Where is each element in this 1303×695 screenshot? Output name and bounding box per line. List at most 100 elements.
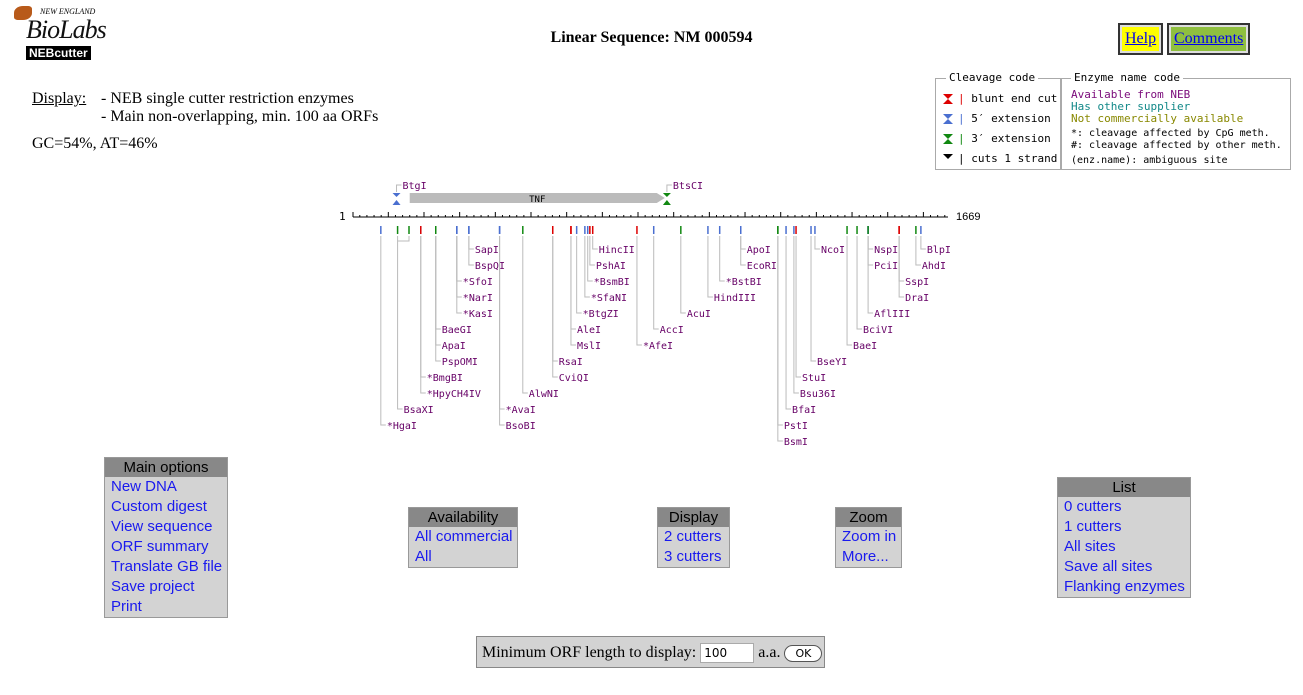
enzyme-label[interactable]: PspOMI: [442, 357, 478, 368]
cleavage-icon: [943, 114, 953, 124]
enzyme-label[interactable]: *BsmBI: [594, 277, 630, 288]
enzyme-label[interactable]: *NarI: [463, 293, 493, 304]
site-leader: [499, 236, 505, 410]
enzyme-label[interactable]: AccI: [660, 325, 684, 336]
enzyme-label[interactable]: BtsCI: [673, 181, 703, 192]
enzyme-label[interactable]: DraI: [905, 293, 929, 304]
enzyme-label[interactable]: CviQI: [559, 373, 589, 384]
menu-item-flanking-enzymes[interactable]: Flanking enzymes: [1064, 578, 1185, 595]
cleavage-icon: [943, 94, 953, 104]
enzyme-label[interactable]: StuI: [802, 373, 826, 384]
site-leader: [653, 236, 659, 330]
enzyme-label[interactable]: EcoRI: [747, 261, 777, 272]
enzyme-label[interactable]: PshAI: [596, 261, 626, 272]
enzyme-label[interactable]: AleI: [577, 325, 601, 336]
enzyme-label[interactable]: BsmI: [784, 437, 808, 448]
menu-item-translate-gb-file[interactable]: Translate GB file: [111, 558, 223, 575]
enzyme-label[interactable]: *HpyCH4IV: [427, 389, 481, 400]
menu-item-1-cutters[interactable]: 1 cutters: [1064, 518, 1122, 535]
enzyme-label[interactable]: *BmgBI: [427, 373, 463, 384]
enzyme-label[interactable]: AlwNI: [529, 389, 559, 400]
menu-item-2-cutters[interactable]: 2 cutters: [664, 528, 722, 545]
cut-triangle-icon: [662, 200, 671, 205]
menu-item-new-dna[interactable]: New DNA: [111, 478, 177, 495]
enzyme-label[interactable]: NspI: [874, 245, 898, 256]
menu-item-custom-digest[interactable]: Custom digest: [111, 498, 207, 515]
menu-item-all[interactable]: All: [415, 548, 432, 565]
comments-button[interactable]: Comments: [1167, 23, 1251, 55]
site-leader: [552, 236, 558, 378]
enzyme-label[interactable]: Bsu36I: [800, 389, 836, 400]
orf-length-input[interactable]: [700, 643, 755, 664]
enzyme-label[interactable]: AflIII: [874, 309, 910, 320]
menu-item-all-commercial[interactable]: All commercial: [415, 528, 513, 545]
enzyme-label[interactable]: *HgaI: [387, 421, 417, 432]
enzyme-label[interactable]: BspQI: [475, 261, 505, 272]
enzyme-label[interactable]: BsaXI: [404, 405, 434, 416]
enzyme-label[interactable]: SspI: [905, 277, 929, 288]
ruler-end: 1669: [956, 211, 980, 223]
enzyme-label[interactable]: *SfoI: [463, 277, 493, 288]
enzyme-label[interactable]: PstI: [784, 421, 808, 432]
legend-none: Not commercially available: [1071, 112, 1244, 125]
menu-item-orf-summary[interactable]: ORF summary: [111, 538, 209, 555]
enzyme-label[interactable]: BlpI: [927, 245, 951, 256]
enzyme-label[interactable]: BseYI: [817, 357, 847, 368]
enzyme-label[interactable]: BfaI: [792, 405, 816, 416]
enzyme-label[interactable]: HindIII: [714, 293, 756, 304]
enzyme-label[interactable]: AhdI: [922, 261, 946, 272]
neb-logo[interactable]: NEW ENGLAND BioLabs NEBcutter: [12, 6, 112, 64]
site-leader: [592, 236, 598, 250]
enzyme-label[interactable]: HincII: [599, 245, 635, 256]
menu-item-save-project[interactable]: Save project: [111, 578, 195, 595]
enzyme-label[interactable]: NcoI: [821, 245, 845, 256]
site-leader: [740, 236, 746, 266]
enzyme-label[interactable]: *SfaNI: [591, 293, 627, 304]
enzyme-label[interactable]: MslI: [577, 341, 601, 352]
enzyme-label[interactable]: SapI: [475, 245, 499, 256]
site-leader: [777, 236, 783, 426]
enzyme-label[interactable]: RsaI: [559, 357, 583, 368]
menu-item-all-sites[interactable]: All sites: [1064, 538, 1116, 555]
enzyme-label[interactable]: *AfeI: [643, 341, 673, 352]
enzyme-label[interactable]: ApaI: [442, 341, 466, 352]
enzyme-label[interactable]: PciI: [874, 261, 898, 272]
menu-item-save-all-sites[interactable]: Save all sites: [1064, 558, 1153, 575]
menu-item-0-cutters[interactable]: 0 cutters: [1064, 498, 1122, 515]
site-leader: [867, 236, 874, 266]
enzyme-label[interactable]: BsoBI: [506, 421, 536, 432]
menu-item-view-sequence[interactable]: View sequence: [111, 518, 213, 535]
enzyme-label[interactable]: BtgI: [403, 181, 427, 192]
ok-button[interactable]: OK: [784, 644, 823, 662]
menu-item-more-[interactable]: More...: [842, 548, 889, 565]
enzyme-label[interactable]: BaeGI: [442, 325, 472, 336]
enzyme-label[interactable]: AcuI: [687, 309, 711, 320]
menu-item-3-cutters[interactable]: 3 cutters: [664, 548, 722, 565]
site-leader: [680, 236, 686, 314]
enzyme-label[interactable]: *KasI: [463, 309, 493, 320]
orf-arrow-tnf: [409, 193, 665, 203]
menu-item-zoom-in[interactable]: Zoom in: [842, 528, 897, 545]
help-button[interactable]: Help: [1118, 23, 1164, 55]
ruler-start: 1: [339, 210, 346, 223]
orf-label[interactable]: TNF: [529, 195, 545, 205]
site-leader: [777, 236, 783, 442]
gc-content: GC=54%, AT=46%: [32, 135, 158, 152]
legend-cleavage-row: | 3′ extension: [942, 129, 1061, 149]
enzyme-label[interactable]: BciVI: [863, 325, 893, 336]
enzyme-label[interactable]: ApoI: [747, 245, 771, 256]
site-leader: [584, 236, 590, 298]
enzyme-label[interactable]: BaeI: [853, 341, 877, 352]
display-menu-title: Display: [658, 508, 729, 527]
site-leader: [522, 236, 528, 394]
menu-item-print[interactable]: Print: [111, 598, 142, 615]
enzyme-label[interactable]: *BstBI: [726, 277, 762, 288]
enzyme-label[interactable]: *BtgZI: [583, 309, 619, 320]
cut-triangle-icon: [392, 200, 401, 205]
enzyme-label[interactable]: *AvaI: [506, 405, 536, 416]
main-menu-title: Main options: [105, 458, 227, 477]
